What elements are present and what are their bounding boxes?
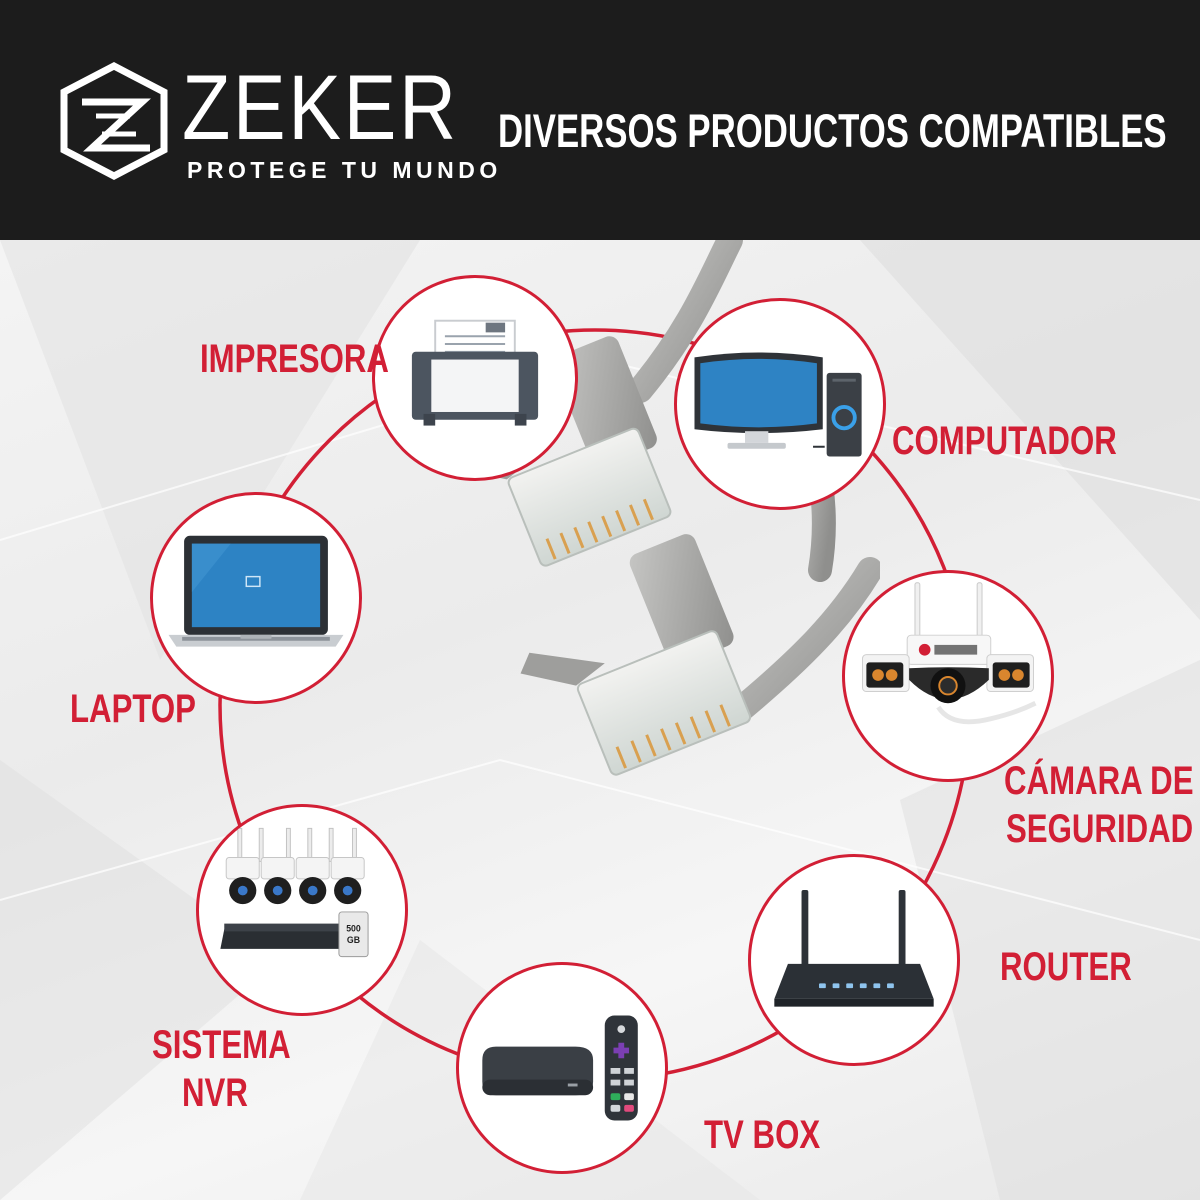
disk-capacity-number: 500	[346, 923, 361, 933]
printer-circle	[372, 275, 578, 481]
nvr-label-line2: NVR	[182, 1071, 248, 1115]
laptop-icon	[168, 535, 344, 647]
printer-icon	[411, 319, 539, 426]
router-icon	[774, 890, 934, 1007]
brand-name: ZEKER	[182, 57, 459, 159]
camera-circle	[842, 570, 1054, 782]
page-headline: DIVERSOS PRODUCTOS COMPATIBLES	[498, 104, 1167, 157]
router-label: ROUTER	[1000, 945, 1132, 989]
laptop-circle	[150, 492, 362, 704]
desktop-computer-icon	[694, 352, 862, 457]
zeker-logo-icon	[60, 62, 168, 180]
tv-box-icon	[482, 1015, 638, 1121]
computer-label: COMPUTADOR	[892, 419, 1117, 463]
tvbox-label: TV BOX	[704, 1113, 821, 1157]
header-bar: ZEKER PROTEGE TU MUNDO DIVERSOS PRODUCTO…	[0, 0, 1200, 240]
printer-label: IMPRESORA	[200, 337, 389, 381]
laptop-label: LAPTOP	[70, 687, 196, 731]
tvbox-circle	[456, 962, 668, 1174]
camera-label-line1: CÁMARA DE	[1004, 759, 1194, 803]
disk-capacity-unit: GB	[347, 935, 360, 945]
nvr-system-icon: 500 GB	[220, 827, 369, 958]
brand-tagline: PROTEGE TU MUNDO	[187, 157, 502, 183]
computer-circle	[674, 298, 886, 510]
camera-label-line2: SEGURIDAD	[1006, 807, 1194, 851]
nvr-label-line1: SISTEMA	[152, 1023, 291, 1067]
nvr-circle: 500 GB	[196, 804, 408, 1016]
security-camera-icon	[862, 582, 1037, 725]
router-circle	[748, 854, 960, 1066]
